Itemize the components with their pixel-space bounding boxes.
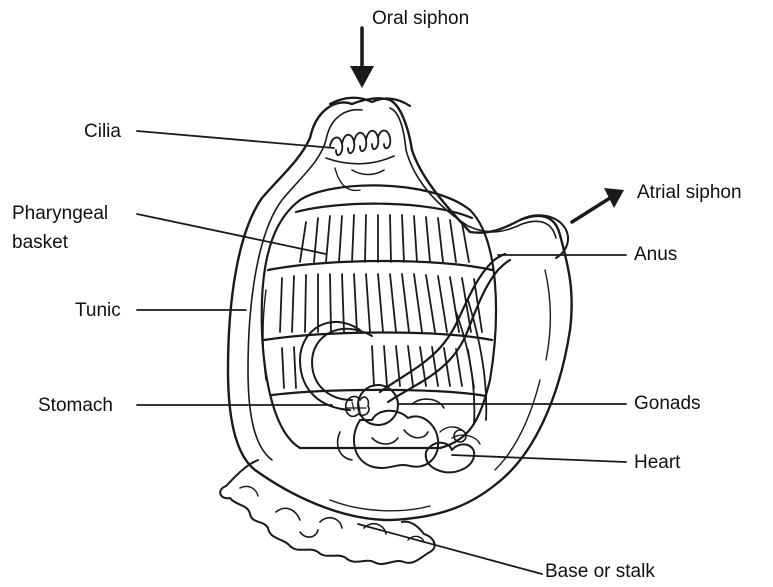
label-atrial-siphon: Atrial siphon (637, 182, 742, 204)
tunic-outline (228, 98, 572, 520)
basket-stigmata-row-1 (300, 215, 469, 262)
heart-organ (426, 427, 480, 472)
label-cilia: Cilia (84, 121, 121, 143)
leader-cilia (137, 131, 334, 148)
leader-heart (452, 455, 626, 462)
cilia-structure (326, 131, 394, 164)
atrial-siphon-arrow (572, 188, 624, 222)
label-anus: Anus (634, 244, 677, 266)
label-pharyngeal-basket-line2: basket (12, 232, 68, 254)
label-oral-siphon: Oral siphon (372, 8, 469, 30)
label-tunic: Tunic (75, 300, 121, 322)
basket-stigmata-row-2 (280, 274, 482, 332)
label-stomach: Stomach (38, 395, 113, 417)
oral-siphon-arrow (350, 28, 374, 88)
gut-loop (300, 254, 510, 424)
label-heart: Heart (634, 452, 680, 474)
base-stalk (220, 460, 434, 564)
basket-stigmata-row-3 (282, 346, 474, 388)
label-base-or-stalk: Base or stalk (545, 561, 655, 583)
leader-base-or-stalk (358, 524, 542, 574)
leader-lines (137, 131, 626, 574)
label-gonads: Gonads (634, 393, 701, 415)
leader-pharyngeal-basket (137, 214, 326, 254)
label-pharyngeal-basket-line1: Pharyngeal (12, 203, 108, 225)
